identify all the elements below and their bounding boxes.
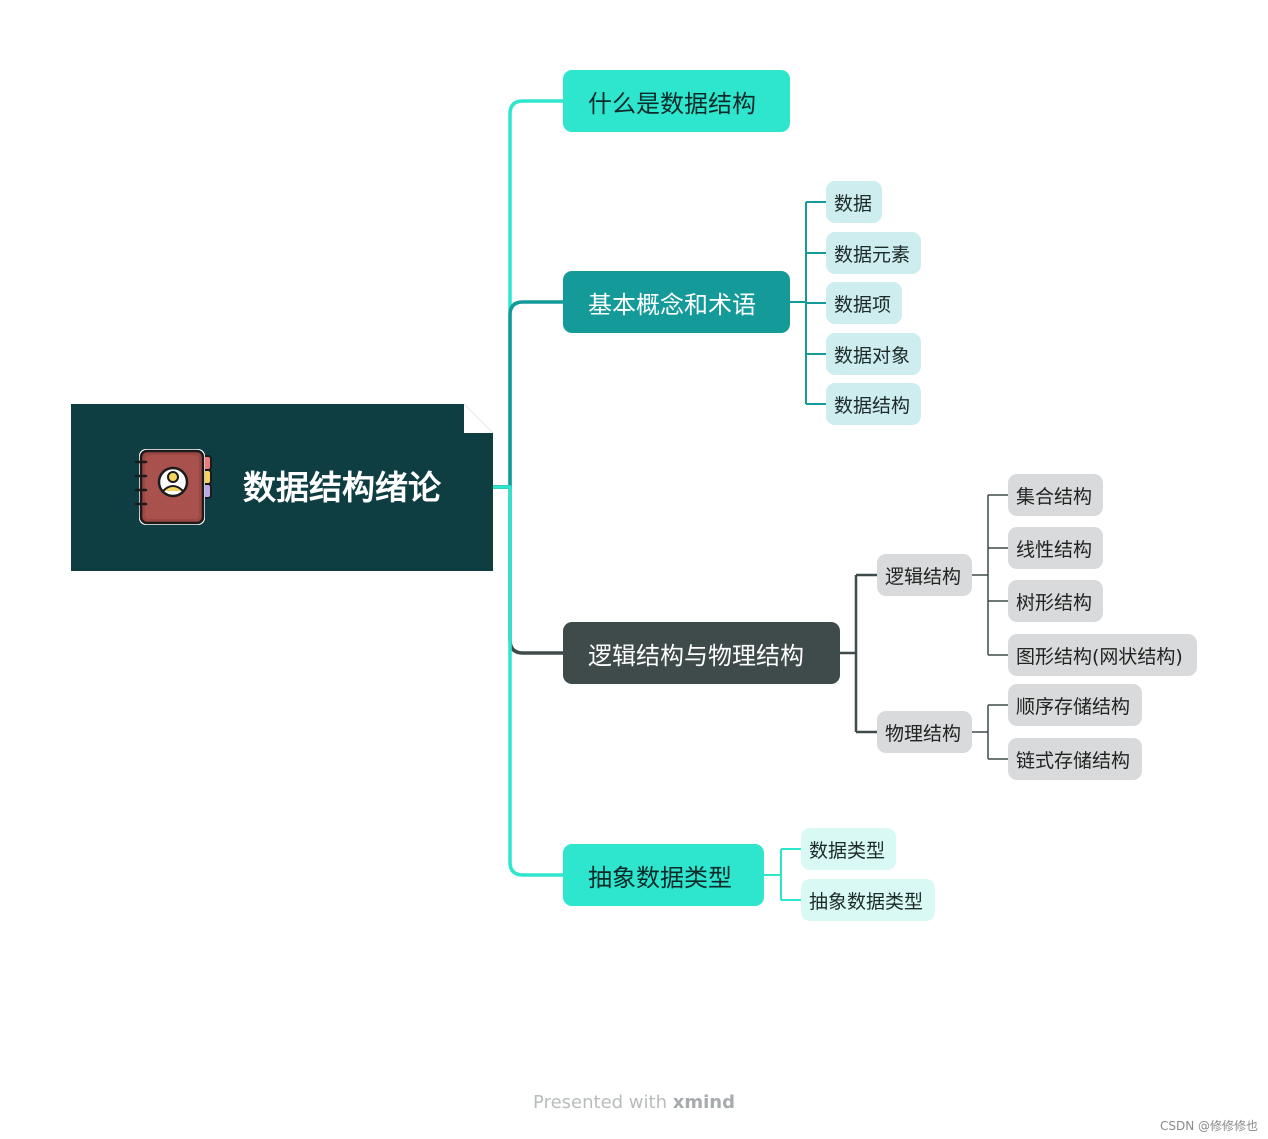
branch-logical-physical-structure[interactable]: 逻辑结构与物理结构 — [563, 622, 840, 684]
leaf-set-structure[interactable]: 集合结构 — [1008, 474, 1103, 516]
leaf-tree-structure[interactable]: 树形结构 — [1008, 580, 1103, 622]
leaf-linked-storage[interactable]: 链式存储结构 — [1008, 738, 1142, 780]
leaf-linear-structure[interactable]: 线性结构 — [1008, 527, 1103, 569]
branch-abstract-data-type[interactable]: 抽象数据类型 — [563, 844, 764, 906]
notebook-contact-icon — [134, 449, 212, 525]
leaf-graph-structure[interactable]: 图形结构(网状结构) — [1008, 634, 1197, 676]
root-title: 数据结构绪论 — [243, 468, 441, 507]
subtopic-data-type[interactable]: 数据类型 — [801, 828, 896, 870]
subtopic-physical-structure[interactable]: 物理结构 — [877, 711, 972, 753]
leaf-sequential-storage[interactable]: 顺序存储结构 — [1008, 684, 1142, 726]
csdn-watermark: CSDN @修修修也 — [1159, 1119, 1258, 1133]
footer-prefix: Presented with — [533, 1092, 667, 1113]
subtopic-data-structure[interactable]: 数据结构 — [826, 383, 921, 425]
subtopic-data-object[interactable]: 数据对象 — [826, 333, 921, 375]
subtopic-data-item[interactable]: 数据项 — [826, 282, 902, 324]
subtopic-data-element[interactable]: 数据元素 — [826, 232, 921, 274]
branch-basic-concepts[interactable]: 基本概念和术语 — [563, 271, 790, 333]
subtopic-data[interactable]: 数据 — [826, 181, 882, 223]
branch-what-is-data-structure[interactable]: 什么是数据结构 — [563, 70, 790, 132]
subtopic-abstract-data-type[interactable]: 抽象数据类型 — [801, 879, 935, 921]
presented-with-footer: Presented with xmind — [0, 1092, 1268, 1113]
xmind-logo-text: xmind — [672, 1092, 735, 1113]
subtopic-logical-structure[interactable]: 逻辑结构 — [877, 554, 972, 596]
